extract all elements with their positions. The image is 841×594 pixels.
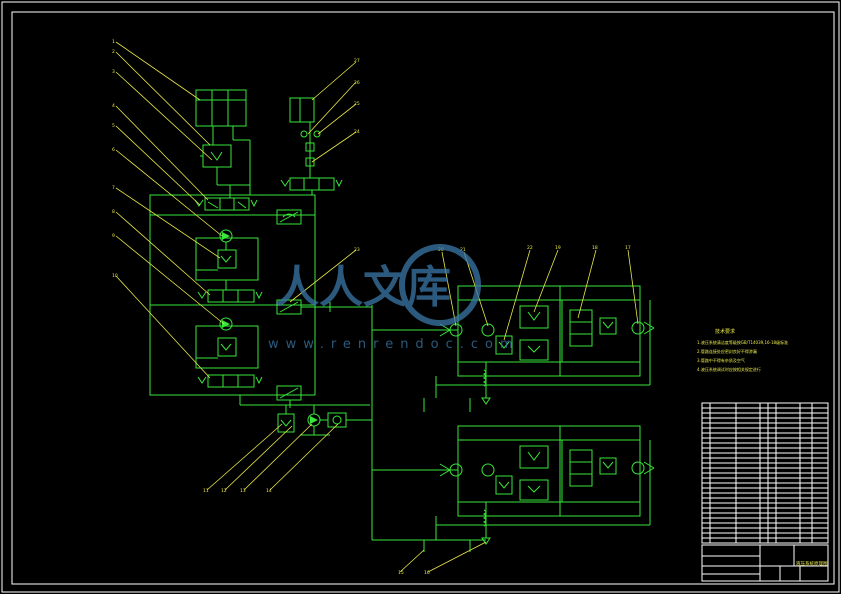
- tech-requirement-line: 4.液压系统调试时应按相关规定进行: [697, 366, 761, 372]
- inner-border: [11, 11, 835, 585]
- part-label-12: 12: [221, 488, 227, 494]
- leader-lines: [115, 41, 639, 573]
- tech-requirement-line: 2.管路连接处应密封良好不得渗漏: [697, 348, 757, 354]
- watermark: 人人文库 www.renrendoc.com: [268, 244, 520, 352]
- watermark-logo-text: 人人文库: [275, 262, 451, 313]
- part-label-15: 15: [398, 570, 404, 576]
- part-label-10: 10: [112, 273, 118, 279]
- part-label-18: 18: [592, 245, 598, 251]
- part-label-7: 7: [112, 185, 115, 191]
- part-label-23: 23: [354, 247, 360, 253]
- part-label-21: 21: [460, 247, 466, 253]
- tech-requirement-line: 3.管路中不得有杂质及空气: [697, 357, 745, 363]
- part-label-24: 24: [354, 129, 360, 135]
- part-label-8: 8: [112, 209, 115, 215]
- part-label-3: 3: [112, 69, 115, 75]
- part-label-9: 9: [112, 233, 115, 239]
- part-label-19: 19: [555, 245, 561, 251]
- drawing-title: 液压系统原理图: [796, 560, 828, 567]
- part-label-11: 11: [203, 488, 209, 494]
- right-circuit-upper: [423, 285, 655, 412]
- parts-list-table: [701, 402, 829, 544]
- part-label-13: 13: [240, 488, 246, 494]
- part-label-5: 5: [112, 123, 115, 129]
- part-label-6: 6: [112, 147, 115, 153]
- part-label-22: 22: [527, 245, 533, 251]
- part-label-14: 14: [266, 488, 272, 494]
- part-label-4: 4: [112, 103, 115, 109]
- tech-requirements-title: 技术要求: [715, 328, 735, 335]
- watermark-url: www.renrendoc.com: [268, 337, 520, 352]
- left-hydraulic-block: [149, 89, 370, 436]
- watermark-logo-ring: [399, 244, 481, 326]
- right-circuit-lower: [372, 425, 655, 552]
- part-label-25: 25: [354, 101, 360, 107]
- title-block: 液压系统原理图: [701, 544, 829, 582]
- part-label-27: 27: [354, 58, 360, 64]
- part-label-2: 2: [112, 49, 115, 55]
- part-label-16: 16: [424, 570, 430, 576]
- part-label-26: 26: [354, 80, 360, 86]
- tech-requirement-line: 1.液压系统清洁度等级按GB/T14039,16-18级标准: [697, 339, 788, 345]
- main-pipeline: [330, 305, 458, 540]
- part-label-17: 17: [625, 245, 631, 251]
- part-label-1: 1: [112, 39, 115, 45]
- technical-requirements: 技术要求 1.液压系统清洁度等级按GB/T14039,16-18级标准 2.管路…: [697, 328, 788, 372]
